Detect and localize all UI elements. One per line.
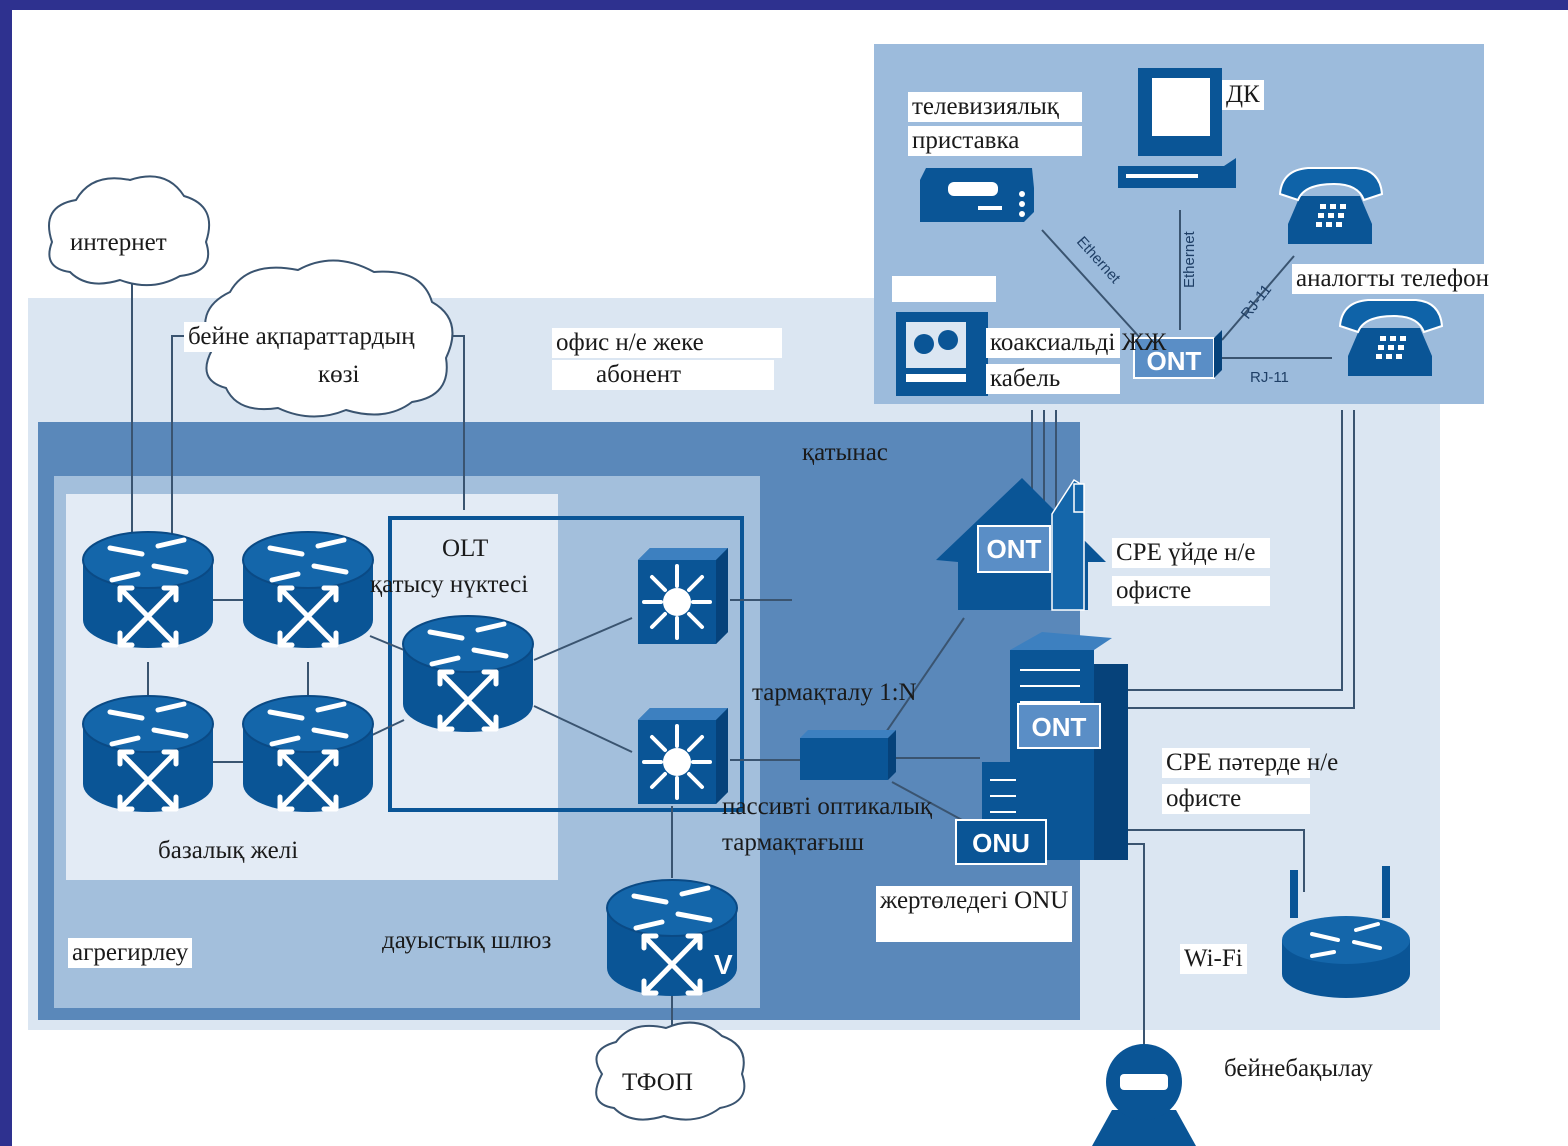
passive-splitter-box xyxy=(800,730,896,780)
olt-switch-top xyxy=(636,546,730,646)
pstn-label: ТФОП xyxy=(622,1069,693,1096)
office-label-line1: офис н/е жеке xyxy=(552,328,782,358)
office-label-line2: абонент xyxy=(552,360,774,390)
olt-switch-bottom xyxy=(636,706,730,806)
access-label: қатынас xyxy=(802,439,888,466)
core-router-4 xyxy=(243,696,373,812)
olt-router xyxy=(403,616,533,732)
splitting-label: тармақталу 1:N xyxy=(752,679,917,706)
pc-icon xyxy=(1118,68,1236,188)
cpe-apartment-label-line1: CPE пәтерде н/е xyxy=(1162,748,1338,778)
core-router-3 xyxy=(83,696,213,812)
internet-cloud xyxy=(48,175,211,287)
internet-label: интернет xyxy=(70,229,167,256)
aggregation-label: агрегирлеу xyxy=(68,938,193,968)
pstn-cloud xyxy=(595,1021,746,1121)
house-ont: ONT xyxy=(936,478,1106,611)
passive-splitter-label-line2: тармақтағыш xyxy=(722,829,864,856)
network-diagram: V ONT ONT ONU xyxy=(28,44,1484,1146)
cpe-home-label-line1: CPE үйде н/е xyxy=(1112,538,1270,568)
svg-text:ONT: ONT xyxy=(1032,712,1087,742)
blank-label-box xyxy=(892,276,996,302)
voice-gateway-router: V xyxy=(607,880,737,996)
olt-frame xyxy=(388,516,744,812)
apartment-building: ONT xyxy=(982,632,1128,862)
video-source-label-line2: көзі xyxy=(318,361,360,388)
diagram-canvas: V ONT ONT ONU xyxy=(12,10,1568,1146)
coax-label-line2: кабель xyxy=(986,364,1120,394)
pc-label: ДК xyxy=(1222,80,1264,110)
tv-box-icon xyxy=(920,168,1034,222)
analog-phone-label: аналогты телефон xyxy=(1292,264,1493,294)
voice-gateway-label: дауыстық шлюз xyxy=(382,927,552,954)
video-source-label-line1: бейне ақпараттардың xyxy=(184,322,419,352)
cpe-apartment-label-line2: офисте xyxy=(1162,784,1310,814)
ethernet-label-2: Ethernet xyxy=(1181,230,1198,288)
svg-text:ONU: ONU xyxy=(972,828,1030,858)
wifi-label: Wi-Fi xyxy=(1180,944,1247,974)
rj11-label-2: RJ-11 xyxy=(1250,369,1289,386)
svg-text:ONT: ONT xyxy=(1147,346,1202,376)
svg-text:V: V xyxy=(714,949,733,980)
coax-label-line1: коаксиальді ЖЖ xyxy=(986,328,1166,358)
passive-splitter-label-line1: пассивті оптикалық xyxy=(722,793,933,820)
tv-box-label-line1: телевизиялық xyxy=(908,92,1082,122)
wifi-router-icon xyxy=(1282,866,1410,998)
onu-basement-label: жертөледегі ONU xyxy=(876,886,1073,942)
core-router-2 xyxy=(243,532,373,648)
onu-device: ONU xyxy=(955,819,1047,865)
video-camera-icon xyxy=(1092,1044,1196,1146)
core-router-1 xyxy=(83,532,213,648)
tv-box-label-line2: приставка xyxy=(908,126,1082,156)
svg-text:ONT: ONT xyxy=(987,534,1042,564)
tv-icon xyxy=(896,312,988,396)
core-network-label: базалық желі xyxy=(158,837,299,864)
video-surveillance-label: бейнебақылау xyxy=(1224,1055,1373,1082)
olt-label: OLT xyxy=(442,535,489,562)
access-point-label: қатысу нүктесі xyxy=(370,571,529,598)
cpe-home-label-line2: офисте xyxy=(1112,576,1270,606)
home-ont-device: ONT xyxy=(1133,330,1222,379)
